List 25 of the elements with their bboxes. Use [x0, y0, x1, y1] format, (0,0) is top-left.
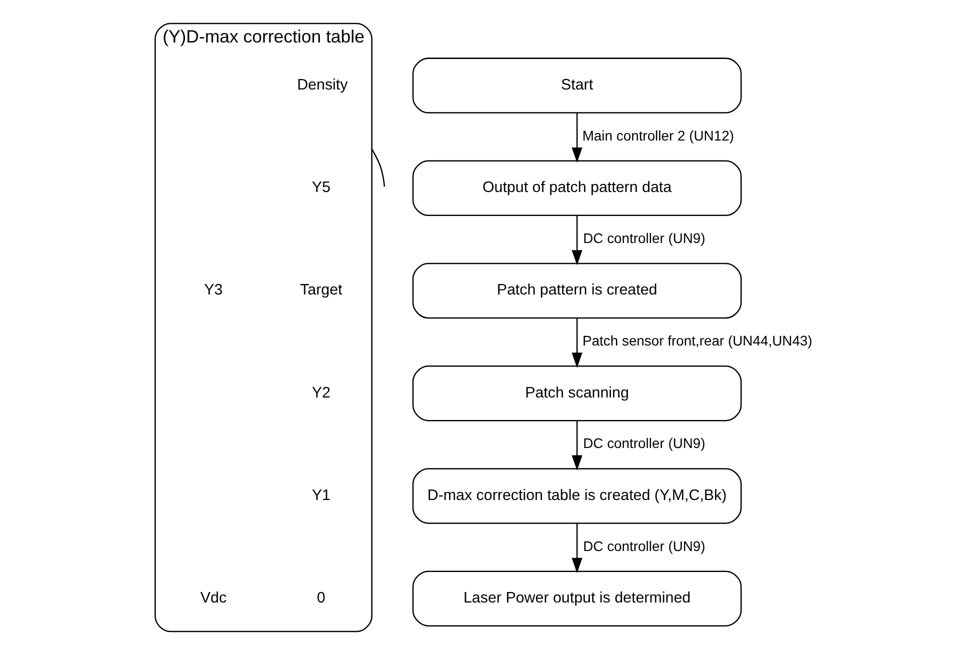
label: Y5 — [312, 179, 330, 196]
label: Y2 — [312, 384, 330, 402]
arrow — [572, 216, 582, 266]
node-box: Start — [412, 58, 742, 114]
label: Density — [297, 76, 348, 94]
label: 0 — [316, 590, 326, 607]
edge-label: DC controller (UN9) — [583, 538, 706, 554]
arrow — [572, 524, 582, 574]
arrow — [572, 420, 582, 471]
label: Target — [300, 282, 342, 299]
connector — [371, 148, 386, 187]
node-box: Laser Power output is determined — [412, 570, 742, 626]
node-box: Output of patch pattern data — [412, 160, 742, 216]
label: Y3 — [204, 282, 223, 299]
edge-label: Patch sensor front,rear (UN44,UN43) — [582, 332, 812, 349]
arrow — [572, 318, 582, 368]
arrow — [572, 113, 582, 163]
node-box: D-max correction table is created (Y,M,C,Bk) — [412, 468, 742, 524]
node-box: Patch scanning — [412, 366, 742, 422]
edge-label: DC controller (UN9) — [583, 435, 706, 452]
label: Vdc — [200, 590, 227, 607]
edge-label: Main controller 2 (UN12) — [582, 127, 734, 144]
label: Y1 — [312, 486, 330, 504]
edge-label: DC controller (UN9) — [583, 230, 706, 246]
node-box: Patch pattern is created — [412, 262, 742, 319]
